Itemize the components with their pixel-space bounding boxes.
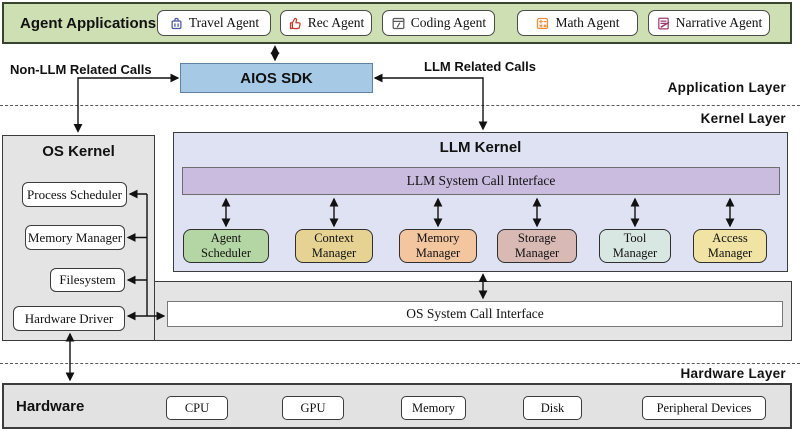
hardware-layer-label: Hardware Layer [680,366,786,381]
suitcase-icon [169,16,184,31]
application-kernel-divider [0,105,800,106]
travel-agent-button: Travel Agent [157,10,271,36]
rec-agent-label: Rec Agent [307,15,365,30]
disk-box: Disk [523,396,582,420]
coding-agent-label: Coding Agent [410,15,487,30]
rec-agent-button: Rec Agent [280,10,372,36]
narrative-agent-label: Narrative Agent [675,15,763,30]
memory-manager-os-box: Memory Manager [25,225,125,250]
llm-syscall-interface-bar: LLM System Call Interface [182,167,780,195]
cpu-box: CPU [166,396,228,420]
coding-agent-button: Coding Agent [382,10,495,36]
calculator-icon [535,16,550,31]
memory-box: Memory [401,396,466,420]
os-kernel-title: OS Kernel [42,143,115,160]
thumbs-up-icon [288,16,303,31]
document-pen-icon [656,16,671,31]
filesystem-box: Filesystem [50,268,125,292]
non-llm-calls-label: Non-LLM Related Calls [10,62,152,77]
os-syscall-interface-bar: OS System Call Interface [167,301,783,327]
llm-kernel-title: LLM Kernel [439,139,522,156]
gpu-box: GPU [282,396,344,420]
hardware-title: Hardware [16,397,85,415]
narrative-agent-button: Narrative Agent [648,10,770,36]
code-window-icon [391,16,406,31]
llm-kernel-box [173,132,788,272]
application-layer-label: Application Layer [667,80,786,95]
process-scheduler-box: Process Scheduler [22,182,127,207]
travel-agent-label: Travel Agent [188,15,260,30]
kernel-hardware-divider [0,363,800,364]
hardware-bar [2,383,792,429]
hardware-driver-box: Hardware Driver [13,306,125,331]
llm-calls-label: LLM Related Calls [424,59,536,74]
math-agent-button: Math Agent [517,10,638,36]
peripheral-devices-box: Peripheral Devices [642,396,766,420]
math-agent-label: Math Agent [555,15,620,30]
agent-applications-title: Agent Applications [20,14,157,32]
kernel-layer-label: Kernel Layer [700,111,786,126]
aios-sdk-box: AIOS SDK [180,63,373,93]
